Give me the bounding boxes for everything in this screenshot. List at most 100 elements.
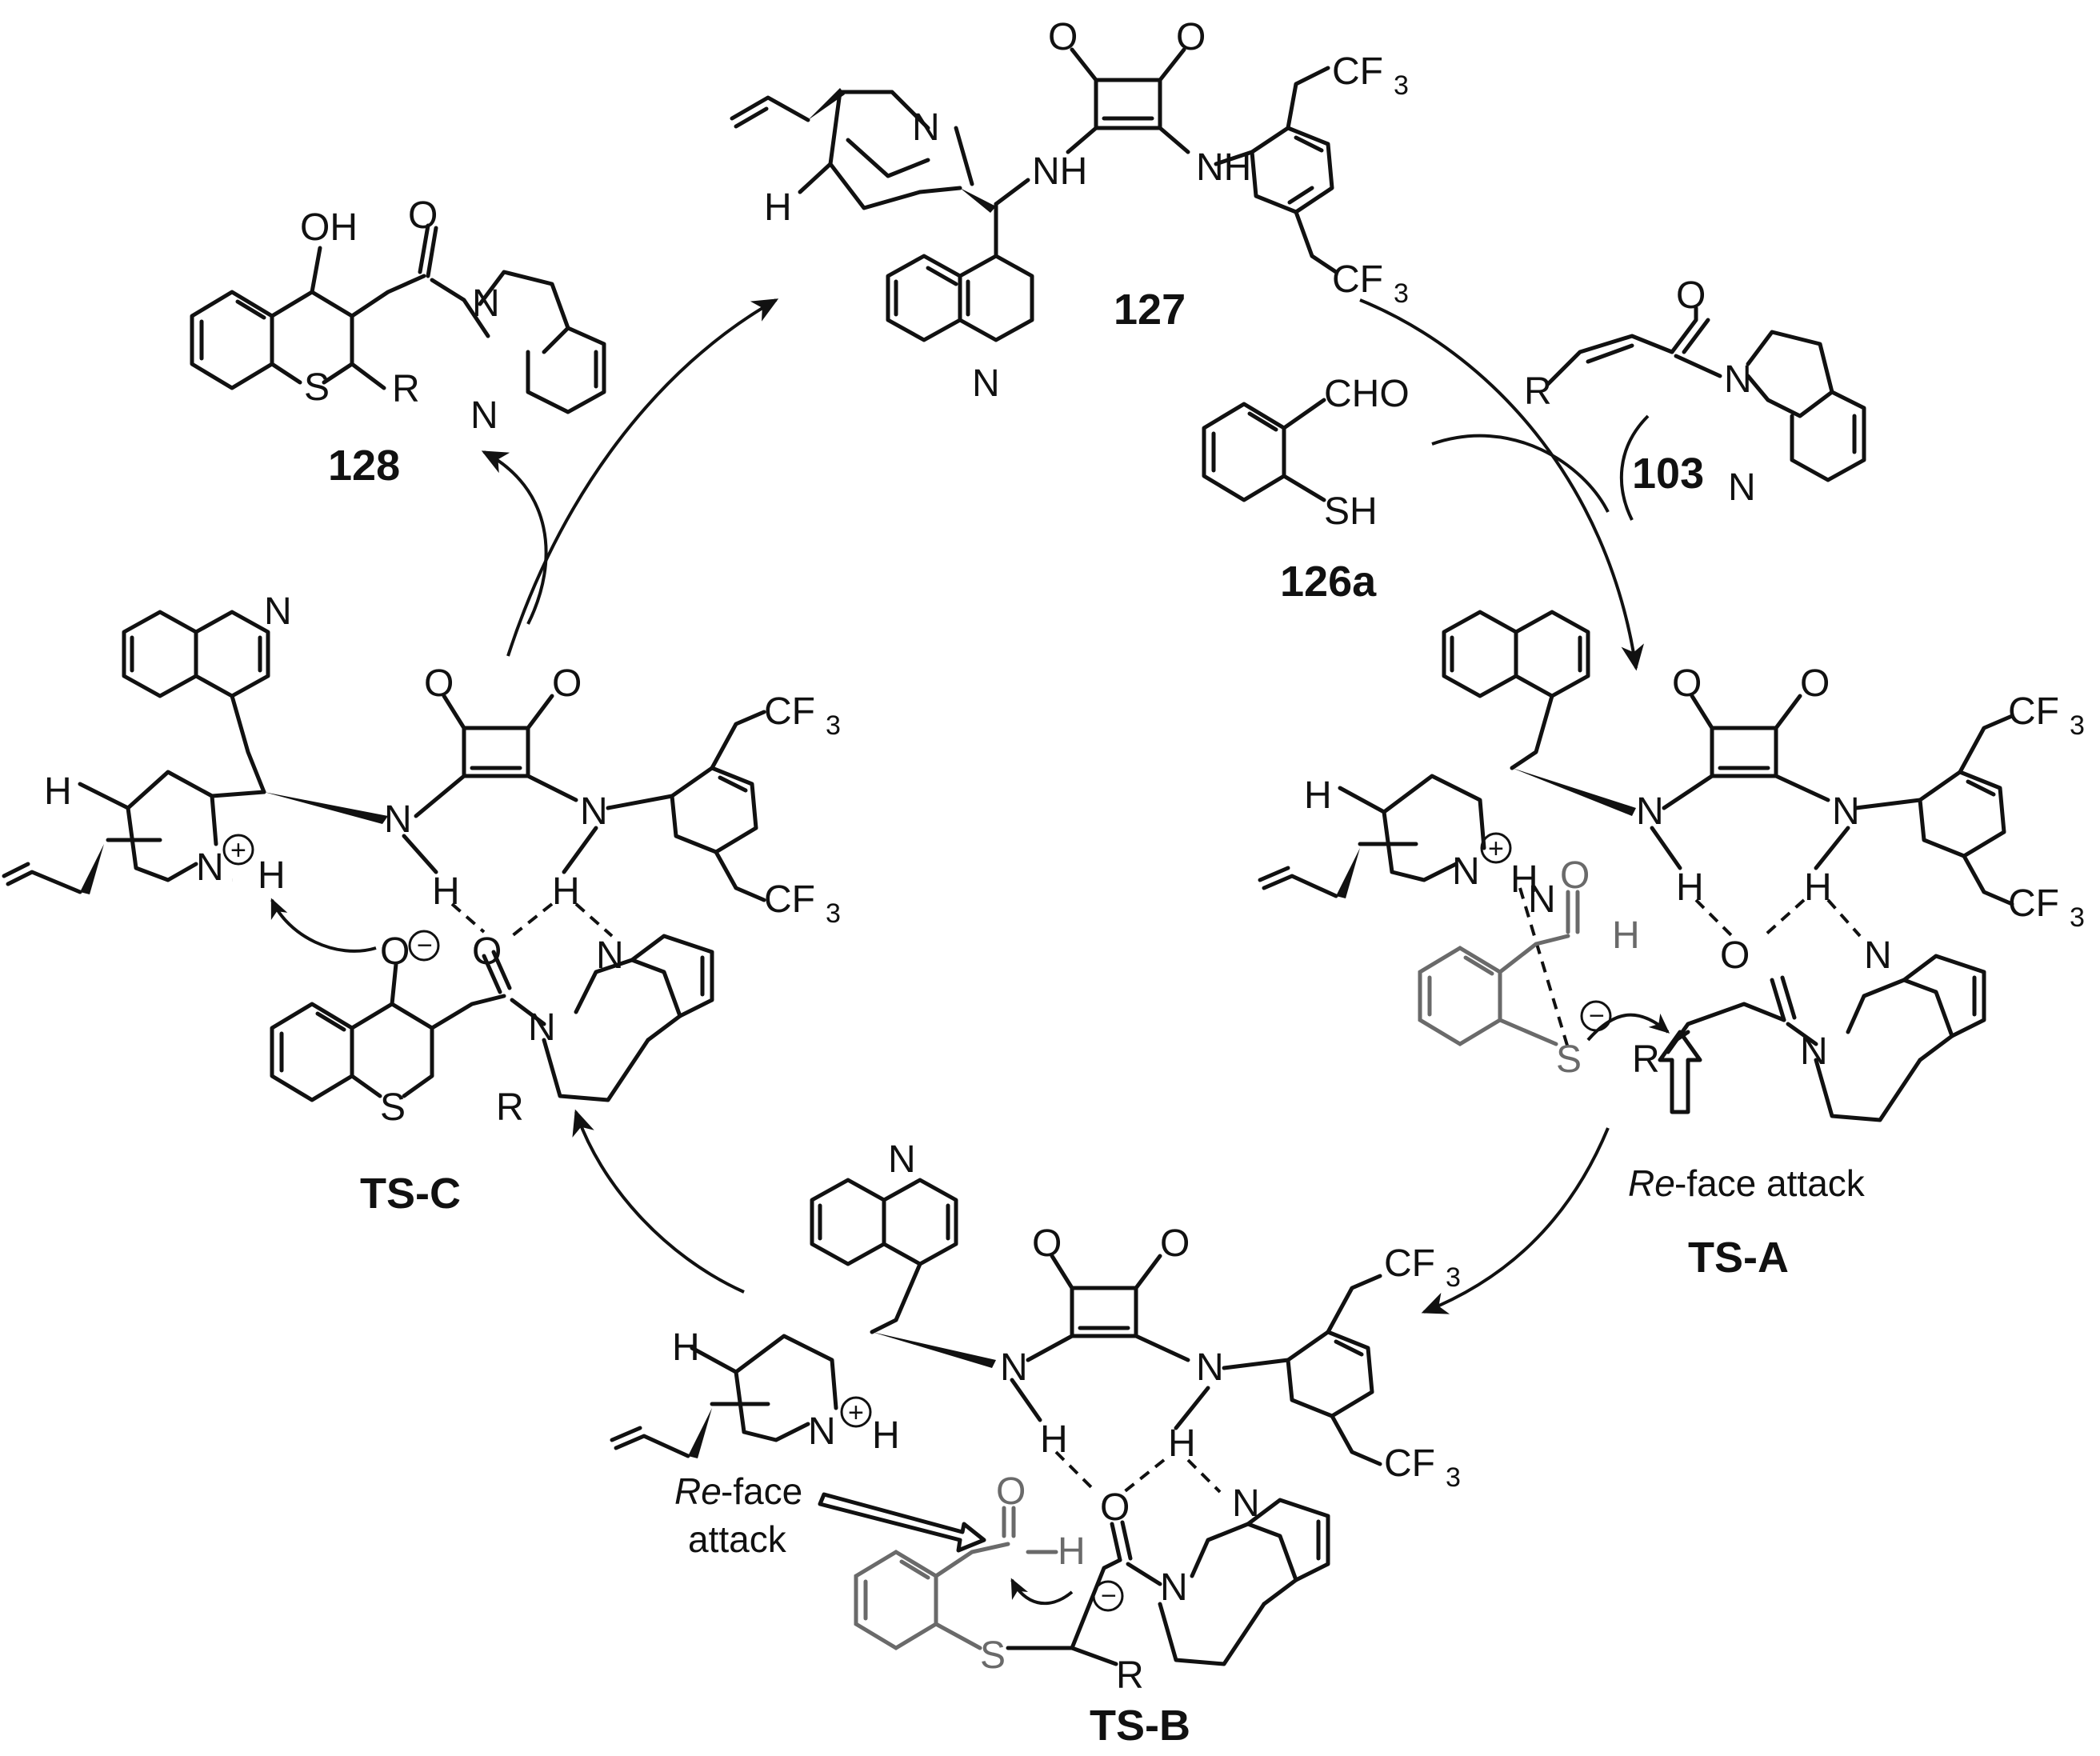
substrate-103-structure: O R N N 103 [1524,274,1866,509]
atom-h: H [764,186,792,229]
atom-n: N [888,1138,916,1181]
atom-r: R [1524,370,1552,413]
positive-charge: + [848,1398,864,1428]
compound-label-127: 127 [1114,286,1186,334]
atom-cf: CF [1332,258,1383,301]
ts-c-structure: N H N H + N N H H O O CF 3 CF 3 O − O N … [2,590,841,1218]
ts-b-face-suffix: -face [721,1470,802,1512]
atom-cf: CF [764,878,815,921]
negative-charge: − [1589,1001,1605,1031]
atom-n: N [1196,1346,1224,1389]
atom-subscript: 3 [2070,710,2085,741]
atom-cf: CF [1384,1442,1435,1485]
atom-n: N [384,798,412,841]
ts-label-a: TS-A [1688,1234,1789,1282]
atom-s: S [380,1086,406,1129]
atom-n: N [972,362,1000,405]
negative-charge: − [1101,1581,1117,1611]
atom-nh: NH [1196,146,1251,189]
atom-r: R [1116,1654,1144,1697]
atom-subscript: 3 [1446,1462,1461,1493]
atom-subscript: 3 [826,898,841,929]
positive-charge: + [1488,834,1504,864]
atom-o: O [1032,1222,1062,1265]
ts-label-b: TS-B [1090,1702,1190,1750]
atom-n: N [472,282,500,325]
atom-o: O [1100,1486,1130,1529]
atom-cf: CF [2008,882,2059,925]
arrow-ts-a-to-ts-b [1421,1127,1610,1314]
atom-o: O [380,930,410,973]
atom-o: O [996,1470,1026,1513]
cycle-arrows [270,298,1650,1314]
atom-h: H [258,854,286,897]
atom-o: O [1676,274,1706,317]
atom-n: N [808,1410,836,1453]
arrow-ts-c-to-product [481,450,548,625]
arrow-proton-transfer [270,898,377,953]
atom-subscript: 3 [1394,70,1409,101]
atom-n: N [1232,1482,1260,1525]
atom-r: R [1632,1038,1660,1081]
atom-o: O [1160,1222,1190,1265]
ts-a-face-label: Re [1628,1162,1675,1204]
arrow-ts-b-to-ts-c [572,1109,745,1294]
atom-o: O [1560,854,1590,897]
atom-o: O [1176,16,1206,58]
arrow-ts-c-to-catalyst [506,298,779,657]
atom-h: H [1304,774,1332,817]
atom-h: H [1040,1418,1068,1461]
compound-label-103: 103 [1632,450,1704,498]
compound-label-128: 128 [328,442,400,490]
atom-n: N [1832,790,1860,833]
atom-s: S [980,1634,1006,1677]
ts-b-attack-label: attack [688,1518,787,1560]
atom-h: H [872,1414,900,1457]
atom-s: S [1556,1038,1582,1081]
positive-charge: + [230,835,246,866]
atom-r: R [496,1086,524,1129]
atom-subscript: 3 [826,710,841,741]
atom-o: O [1800,662,1830,705]
arrow-catalyst-to-ts-a [1359,298,1644,671]
atom-r: R [392,368,420,410]
ts-a-attack-label: -face attack [1674,1162,1866,1204]
substrate-126a-structure: CHO SH 126a [1202,373,1410,606]
negative-charge: − [417,930,433,961]
atom-cf: CF [1332,50,1383,93]
atom-s: S [304,366,330,409]
atom-o: O [1720,934,1750,977]
atom-h: H [1510,858,1538,901]
atom-n: N [912,106,940,149]
atom-h: H [1612,914,1640,957]
atom-n: N [596,934,624,977]
atom-cf: CF [764,690,815,733]
atom-subscript: 3 [2070,902,2085,933]
atom-oh: OH [300,206,358,249]
atom-h: H [1058,1530,1086,1573]
atom-n: N [580,790,608,833]
atom-n: N [1160,1566,1188,1609]
atom-cf: CF [2008,690,2059,733]
arrow-126a-entry [1431,434,1610,513]
atom-sh: SH [1324,490,1378,533]
ts-b-structure: N H N H + N N H H O O CF 3 CF 3 O H O − … [610,1138,1461,1750]
atom-o: O [1048,16,1078,58]
atom-o: O [1672,662,1702,705]
atom-subscript: 3 [1394,278,1409,309]
atom-n: N [1000,1346,1028,1389]
atom-n: N [1724,358,1752,401]
atom-cf: CF [1384,1242,1435,1285]
atom-h: H [1676,866,1704,909]
atom-h: H [1804,866,1832,909]
atom-n: N [264,590,292,633]
atom-n: N [528,1006,556,1049]
atom-h: H [44,770,72,813]
product-128-structure: OH O S R N N 128 [190,194,606,490]
compound-label-126a: 126a [1280,558,1377,606]
atom-o: O [424,662,454,705]
ts-b-face-label: Re [674,1470,722,1512]
atom-n: N [1636,790,1664,833]
arrow-103-entry [1619,414,1650,521]
